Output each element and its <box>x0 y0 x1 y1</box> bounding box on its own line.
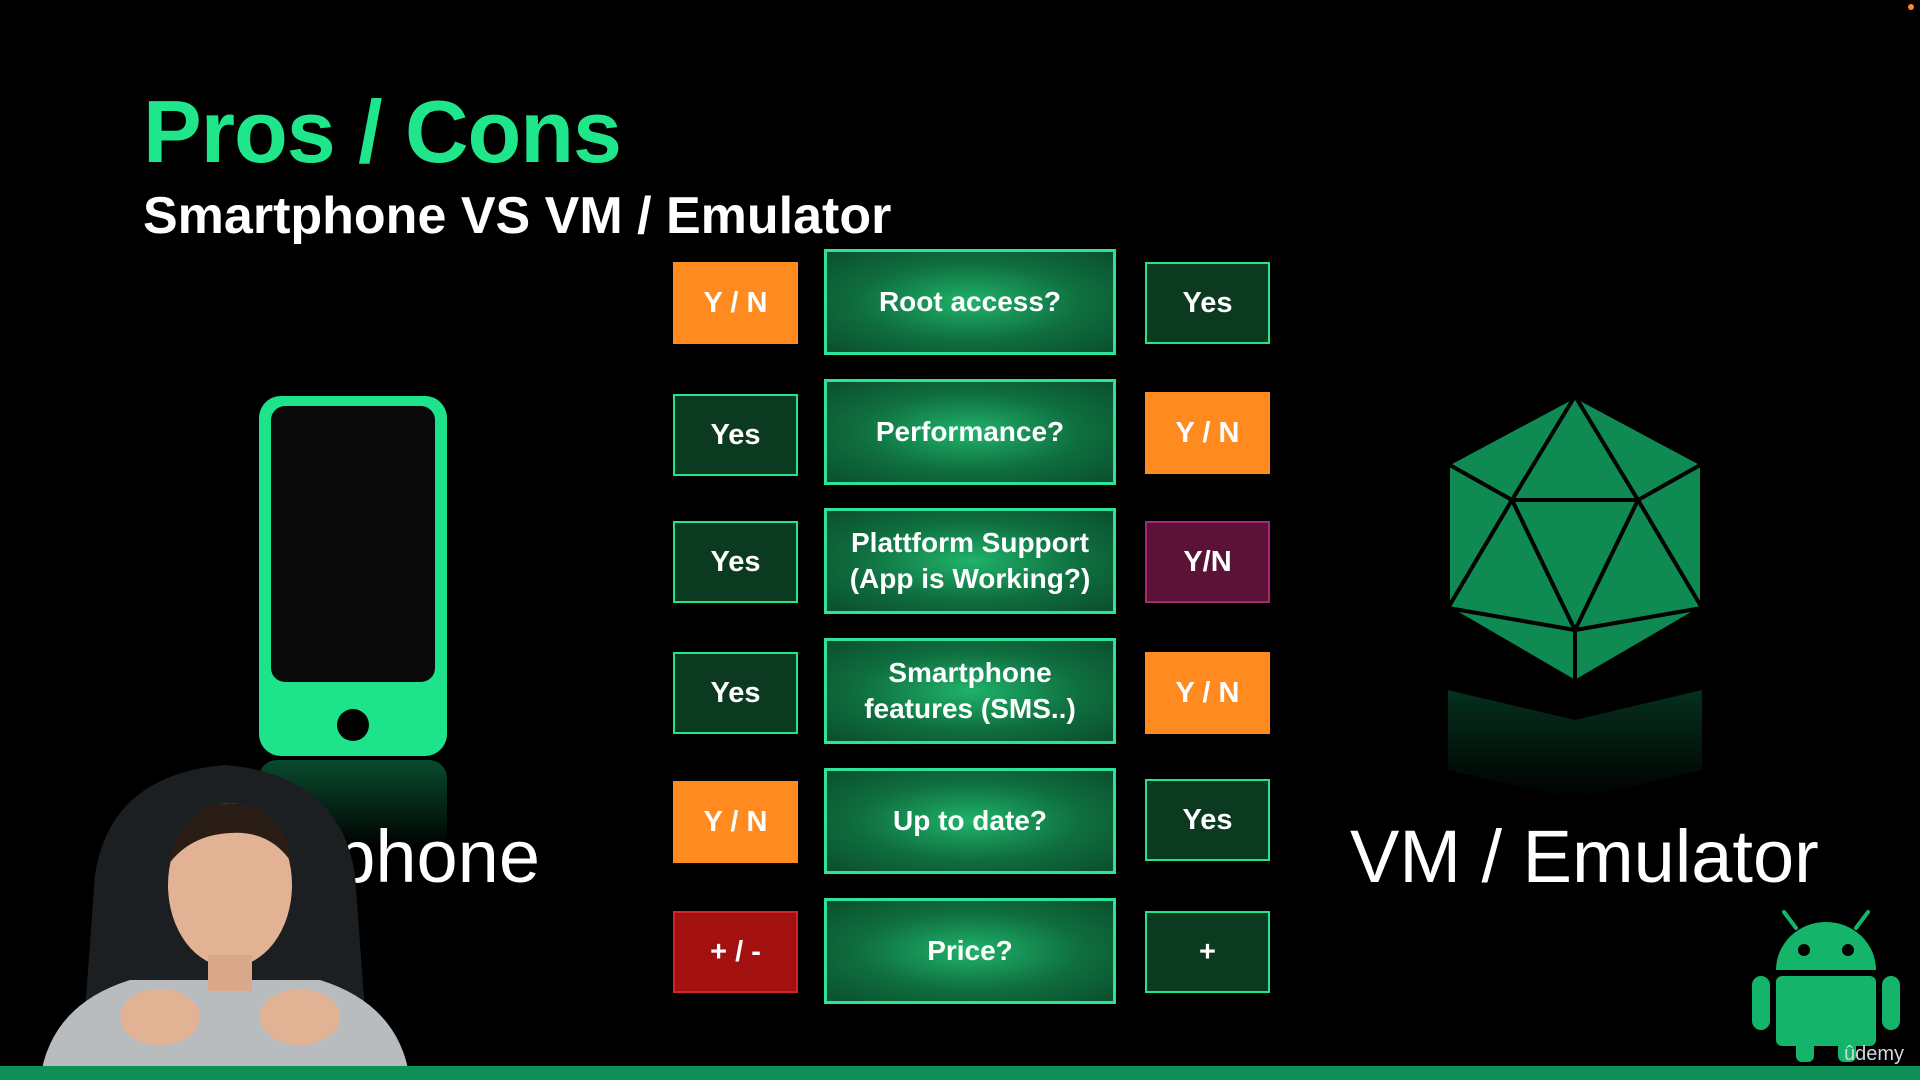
question-root-access: Root access? <box>824 249 1116 355</box>
vm-answer-uptodate: Yes <box>1145 779 1270 861</box>
dice-reflection <box>1448 690 1702 800</box>
presenter-webcam <box>40 765 410 1080</box>
question-up-to-date: Up to date? <box>824 768 1116 874</box>
vm-answer-root: Yes <box>1145 262 1270 344</box>
smartphone-answer-root: Y / N <box>673 262 798 344</box>
d20-dice-icon <box>1446 392 1704 685</box>
smartphone-answer-performance: Yes <box>673 394 798 476</box>
vm-answer-performance: Y / N <box>1145 392 1270 474</box>
smartphone-answer-uptodate: Y / N <box>673 781 798 863</box>
android-robot-icon <box>1752 910 1900 1062</box>
smartphone-icon <box>259 396 447 756</box>
vm-emulator-label: VM / Emulator <box>1350 815 1819 898</box>
recording-dot <box>1908 4 1914 10</box>
question-smartphone-features: Smartphone features (SMS..) <box>824 638 1116 744</box>
vm-answer-platform: Y/N <box>1145 521 1270 603</box>
smartphone-answer-price: + / - <box>673 911 798 993</box>
bottom-progress-bar <box>0 1066 1920 1080</box>
udemy-watermark: ûdemy <box>1843 1043 1904 1065</box>
vm-answer-price: + <box>1145 911 1270 993</box>
slide-subtitle: Smartphone VS VM / Emulator <box>143 187 892 245</box>
question-performance: Performance? <box>824 379 1116 485</box>
question-price: Price? <box>824 898 1116 1004</box>
smartphone-answer-platform: Yes <box>673 521 798 603</box>
slide-title: Pros / Cons <box>143 82 622 181</box>
question-platform-support: Plattform Support (App is Working?) <box>824 508 1116 614</box>
vm-answer-features: Y / N <box>1145 652 1270 734</box>
smartphone-answer-features: Yes <box>673 652 798 734</box>
